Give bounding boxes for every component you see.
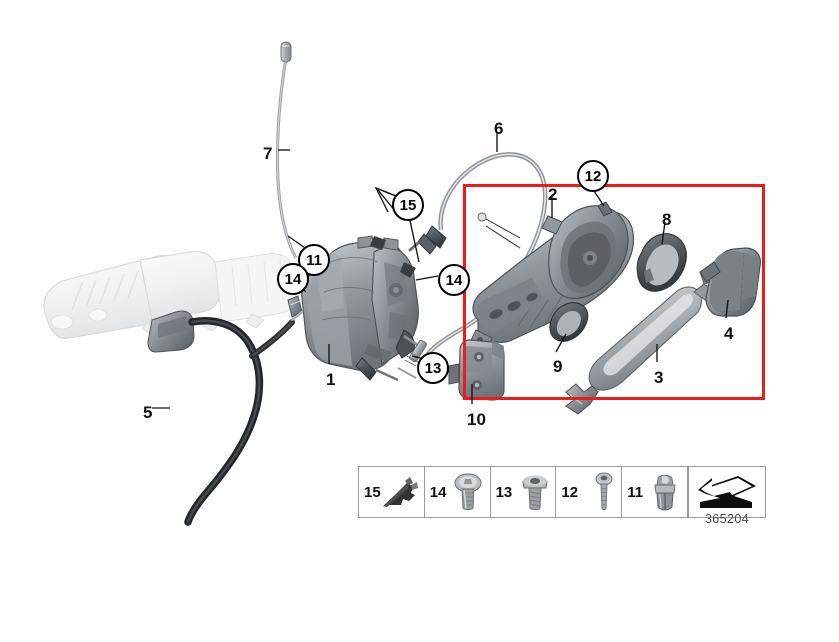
legend-number-11: 11 <box>627 483 644 501</box>
legend-number-15: 15 <box>364 483 381 501</box>
legend-cell-12: 12 <box>556 467 623 517</box>
drawing-number: 365204 <box>704 512 750 526</box>
part-8-gasket <box>636 233 687 292</box>
cable-tail-left <box>249 310 304 359</box>
callout-5: 5 <box>143 403 153 422</box>
legend-cell-11: 11 <box>622 467 687 517</box>
callout-14-left: 14 <box>277 263 309 295</box>
ghost-door-trim <box>43 251 297 340</box>
callout-10: 10 <box>467 410 486 429</box>
callout-14-right: 14 <box>438 264 470 296</box>
callout-4: 4 <box>724 324 734 343</box>
callout-8: 8 <box>662 210 672 229</box>
callout-13: 13 <box>417 352 449 384</box>
part-15-clips-art <box>370 236 416 278</box>
direction-arrow-cell <box>688 466 766 518</box>
callout-12: 12 <box>577 160 609 192</box>
fastener-legend: 15 14 <box>358 466 688 518</box>
part-1-door-lock-assembly <box>301 235 419 382</box>
torx-screw-icon <box>451 472 485 512</box>
part-9-seal-insert <box>549 302 589 342</box>
legend-number-13: 13 <box>495 483 513 501</box>
legend-number-14: 14 <box>429 483 447 501</box>
legend-cell-14: 14 <box>425 467 491 517</box>
clip-icon <box>377 473 419 511</box>
callout-1: 1 <box>326 370 336 389</box>
callout-6: 6 <box>494 119 504 138</box>
callout-7: 7 <box>263 144 273 163</box>
part-4-handle-cap <box>699 247 761 317</box>
legend-number-12: 12 <box>561 483 579 501</box>
hex-screw-icon <box>520 472 550 512</box>
part-3-outer-door-handle <box>565 267 717 415</box>
mount-screw-art <box>477 212 521 249</box>
part-5-bowden-cable <box>147 310 264 526</box>
callout-2: 2 <box>548 185 558 204</box>
direction-arrow-icon <box>694 472 760 512</box>
callout-15: 15 <box>392 189 424 221</box>
part-7-lock-rod <box>275 41 298 259</box>
callout-9: 9 <box>553 357 563 376</box>
legend-cell-15: 15 <box>359 467 425 517</box>
thin-screw-icon <box>592 471 616 513</box>
legend-cell-13: 13 <box>491 467 557 517</box>
callout-3: 3 <box>654 368 664 387</box>
highlight-box <box>463 184 765 400</box>
part-2-handle-carrier <box>469 201 635 351</box>
expanding-nut-icon <box>648 471 682 513</box>
